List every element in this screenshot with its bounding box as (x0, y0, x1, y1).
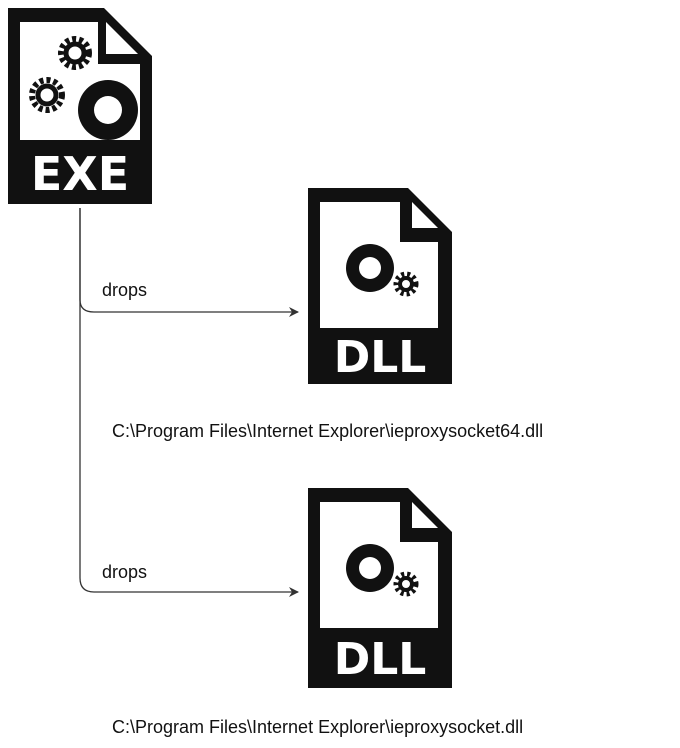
dll-top-path: C:\Program Files\Internet Explorer\iepro… (112, 421, 544, 441)
gear-icon (346, 544, 419, 597)
connector-drops-bottom (79, 208, 299, 597)
gear-icon (29, 36, 138, 140)
exe-label: EXE (31, 147, 129, 201)
exe-file-gears-icon: EXE (8, 8, 152, 204)
dll-bottom-path: C:\Program Files\Internet Explorer\iepro… (112, 717, 524, 737)
dll-bottom-label: DLL (334, 634, 427, 685)
edge-label-bottom: drops (102, 562, 147, 582)
dll-file-gears-icon: DLL (308, 188, 452, 384)
edge-label-top: drops (102, 280, 147, 300)
gear-icon (346, 244, 419, 297)
dll-file-gears-icon: DLL (308, 488, 452, 688)
dll-top-label: DLL (334, 332, 427, 383)
